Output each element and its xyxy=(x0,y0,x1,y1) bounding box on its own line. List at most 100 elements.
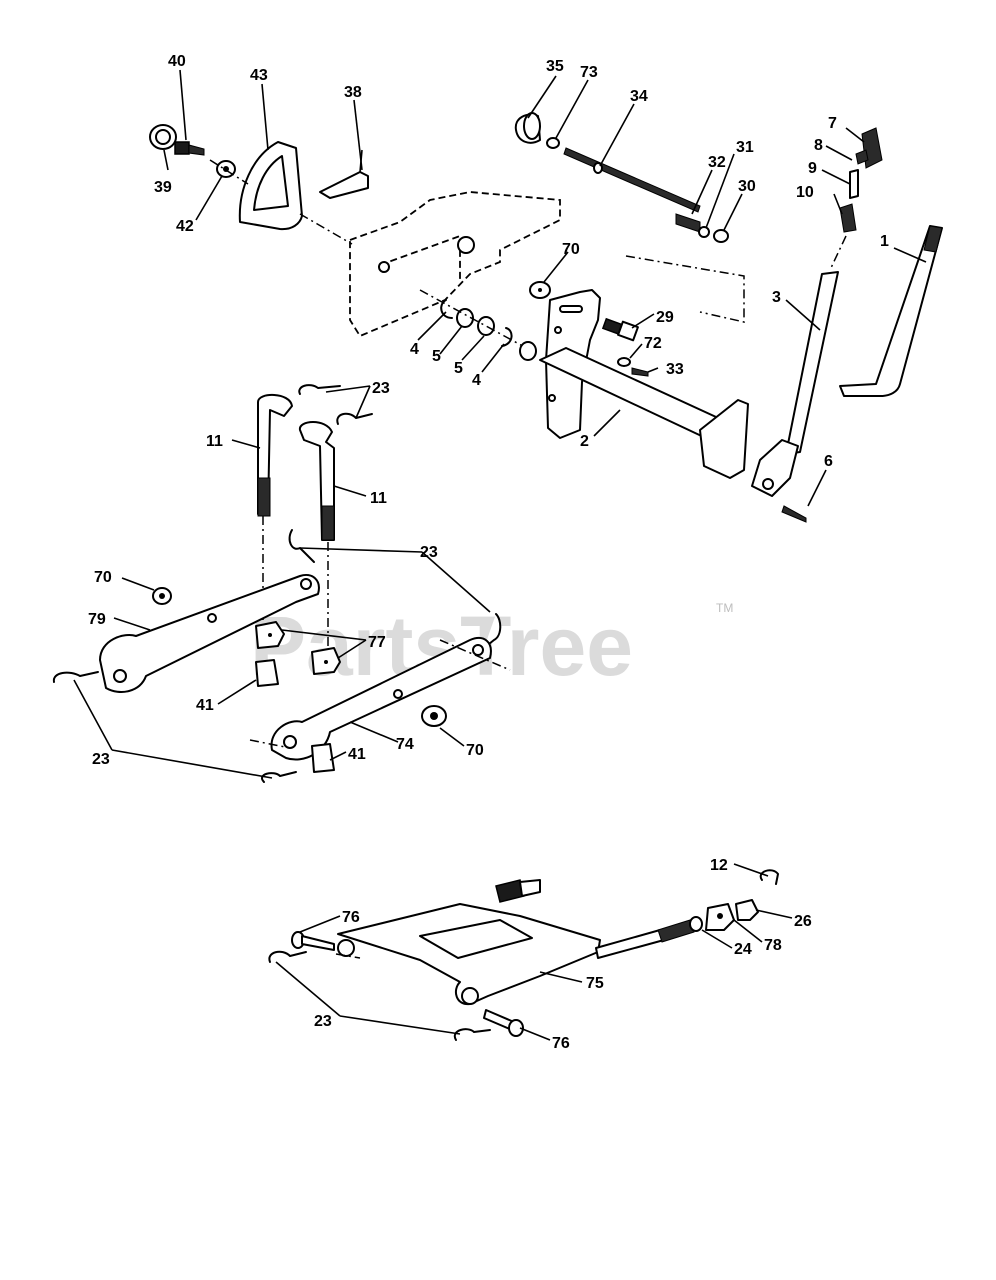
part-40-bolt[interactable] xyxy=(174,141,205,156)
part-12-hairpin[interactable] xyxy=(759,869,779,885)
part-39-bushing[interactable] xyxy=(149,124,177,150)
callout: 23 xyxy=(372,380,390,397)
part-32-spring[interactable] xyxy=(675,213,701,233)
part-23-hairpin-mid-1[interactable] xyxy=(288,529,315,563)
part-76-bolt-left[interactable] xyxy=(291,931,335,951)
callout: 30 xyxy=(738,178,756,195)
part-41-nut-right[interactable] xyxy=(311,743,335,773)
callout: 34 xyxy=(630,88,648,105)
part-72-washer-small[interactable] xyxy=(617,357,631,367)
callout: 23 xyxy=(420,544,438,561)
part-bolt-top[interactable] xyxy=(495,879,541,903)
part-5-washer-left[interactable] xyxy=(456,308,474,328)
callout: 7 xyxy=(828,115,837,132)
callout: 3 xyxy=(772,289,781,306)
part-10-spring[interactable] xyxy=(839,203,857,233)
callout: 6 xyxy=(824,453,833,470)
dashed-link-79 xyxy=(439,639,511,671)
part-34-threaded-rod[interactable] xyxy=(563,147,701,213)
part-75-deck-hanger[interactable] xyxy=(337,903,695,1006)
part-77-clamp-right[interactable] xyxy=(311,647,341,675)
part-11-bolt-left[interactable] xyxy=(257,394,293,517)
callout: 9 xyxy=(808,160,817,177)
dashed-link-3 xyxy=(829,235,847,271)
part-9-pin[interactable] xyxy=(849,169,859,199)
callout: 73 xyxy=(580,64,598,81)
callout: 5 xyxy=(454,360,463,377)
callout: 11 xyxy=(370,490,387,507)
part-2-lift-shaft[interactable] xyxy=(519,289,749,479)
callout: 43 xyxy=(250,67,268,84)
callout: 26 xyxy=(794,913,812,930)
part-70-washer-right[interactable] xyxy=(421,705,447,727)
part-8-spring[interactable] xyxy=(855,149,869,165)
callout: 70 xyxy=(466,742,484,759)
part-76-bolt-bottom[interactable] xyxy=(483,1009,524,1037)
callout: 39 xyxy=(154,179,172,196)
frame-outline xyxy=(209,159,561,338)
part-23-hairpin-bottom-right[interactable] xyxy=(261,771,297,783)
callout: 31 xyxy=(736,139,754,156)
callout: 11 xyxy=(206,433,223,450)
part-78-clevis[interactable] xyxy=(705,903,735,931)
callout: 42 xyxy=(176,218,194,235)
callout: 23 xyxy=(314,1013,332,1030)
part-33-screw[interactable] xyxy=(631,367,649,377)
callout: 41 xyxy=(196,697,214,714)
part-74-lift-link-lower[interactable] xyxy=(270,637,492,761)
part-6-bolt[interactable] xyxy=(781,505,807,523)
part-24-washer[interactable] xyxy=(689,916,703,932)
callout: 5 xyxy=(432,348,441,365)
callout: 23 xyxy=(92,751,110,768)
part-5-washer-right[interactable] xyxy=(477,316,495,336)
callout: 75 xyxy=(586,975,604,992)
callout: 77 xyxy=(368,634,386,651)
callout: 4 xyxy=(410,341,419,358)
part-7-handle-grip[interactable] xyxy=(861,127,883,169)
part-29-pivot[interactable] xyxy=(601,317,639,342)
callout: 72 xyxy=(644,335,662,352)
dashed-link-29 xyxy=(625,255,745,323)
part-23-hairpin-top-1[interactable] xyxy=(298,384,341,395)
dashed-link-76 xyxy=(335,953,361,959)
part-35-knob[interactable] xyxy=(514,112,541,144)
callout: 24 xyxy=(734,941,752,958)
callout: 29 xyxy=(656,309,674,326)
part-26-nut[interactable] xyxy=(735,899,759,921)
part-30-nut[interactable] xyxy=(713,229,729,243)
callout: 70 xyxy=(562,241,580,258)
callout: 79 xyxy=(88,611,106,628)
callout: 32 xyxy=(708,154,726,171)
part-77-clamp-left[interactable] xyxy=(255,621,285,649)
callout: 40 xyxy=(168,53,186,70)
callout: 35 xyxy=(546,58,564,75)
callout: 74 xyxy=(396,736,414,753)
part-70-washer-upper[interactable] xyxy=(529,281,551,299)
part-73-nut[interactable] xyxy=(546,137,560,149)
callout: 78 xyxy=(764,937,782,954)
axle-centerline xyxy=(419,289,531,351)
callout-labels: 40 43 38 35 73 34 39 42 31 32 30 7 8 9 1… xyxy=(88,53,889,1052)
callout: 38 xyxy=(344,84,362,101)
callout: 8 xyxy=(814,137,823,154)
part-3-lift-handle[interactable] xyxy=(751,271,839,497)
callout: 12 xyxy=(710,857,728,874)
part-1-lift-rod[interactable] xyxy=(839,225,943,397)
dashed-link-74 xyxy=(249,739,291,749)
part-23-hairpin-deck-left[interactable] xyxy=(268,950,307,963)
callout: 10 xyxy=(796,184,814,201)
callout: 1 xyxy=(880,233,889,250)
part-23-hairpin-mid-2[interactable] xyxy=(483,613,502,649)
leader-lines xyxy=(73,69,927,1041)
part-11-bolt-right[interactable] xyxy=(299,421,335,541)
part-41-nut-left[interactable] xyxy=(255,659,279,687)
part-23-hairpin-deck-right[interactable] xyxy=(453,1028,491,1041)
part-43-pedal-pad[interactable] xyxy=(238,141,303,231)
part-23-hairpin-bottom-left[interactable] xyxy=(52,671,99,683)
part-31-washer[interactable] xyxy=(698,226,710,238)
callout: 4 xyxy=(472,372,481,389)
part-23-hairpin-top-2[interactable] xyxy=(336,412,373,425)
part-70-washer-left[interactable] xyxy=(152,587,172,605)
part-79-lift-link-upper[interactable] xyxy=(99,574,320,693)
